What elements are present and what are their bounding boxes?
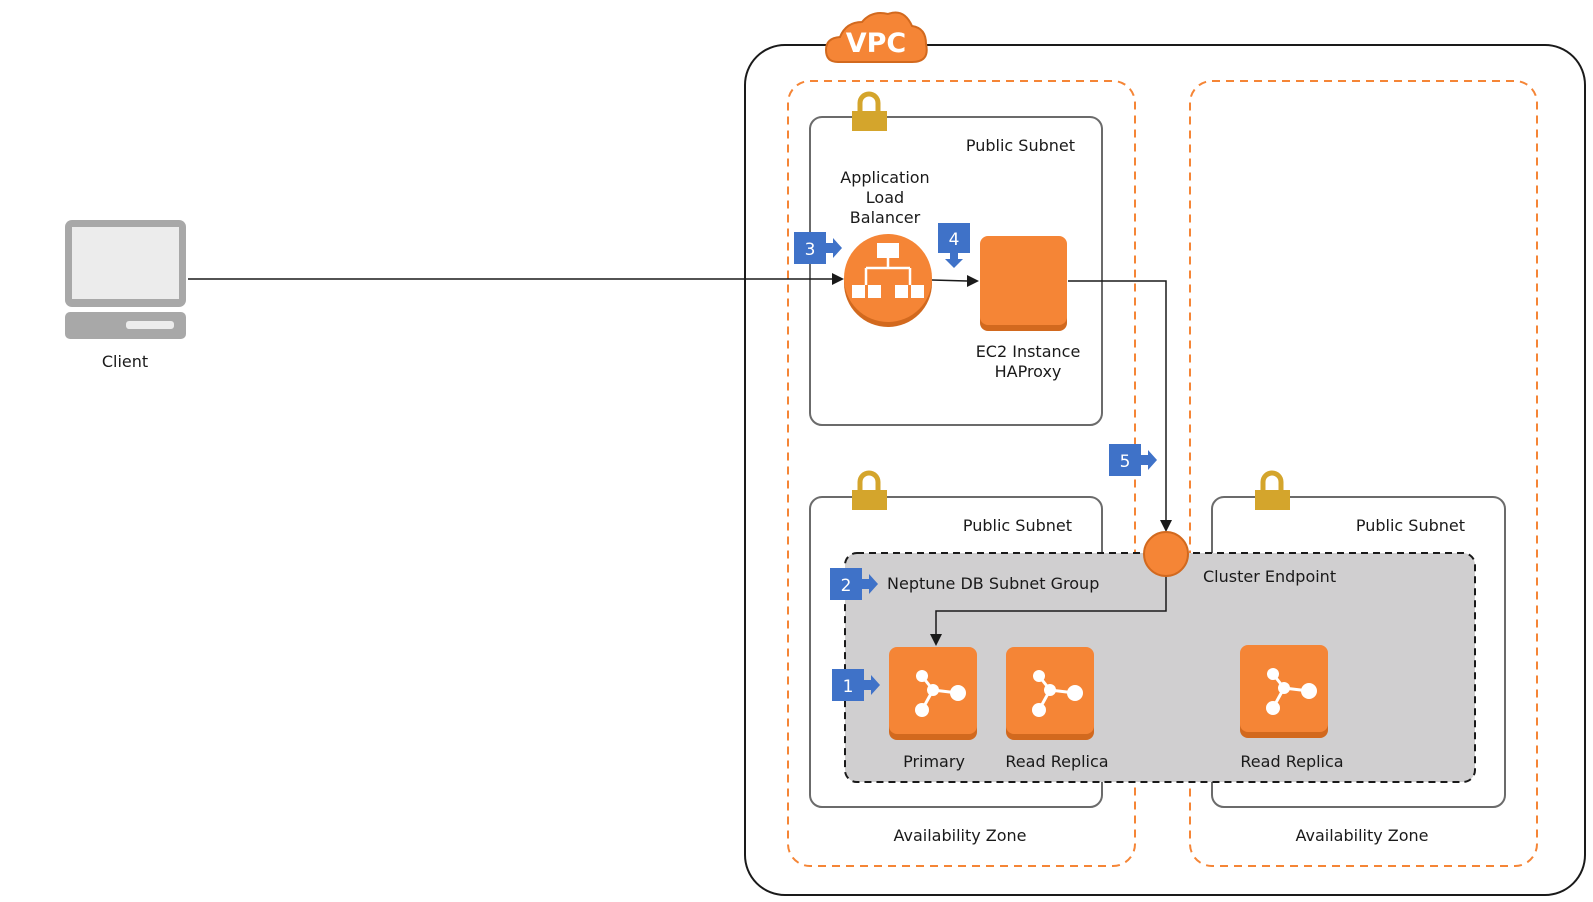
vpc-label: VPC: [846, 28, 907, 59]
lock-icon: [852, 91, 887, 131]
alb-to-ec2-line: [931, 279, 968, 282]
client-label: Client: [102, 352, 148, 371]
primary-label: Primary: [903, 752, 965, 771]
load-balancer-label-line2: Load: [866, 188, 904, 207]
step-badge-1: 1: [832, 669, 880, 701]
ec2-label-line2: HAProxy: [995, 362, 1062, 381]
arrow-right-icon: [1141, 450, 1157, 470]
client-computer-icon: [65, 220, 186, 339]
arrow-right-icon: [864, 675, 880, 695]
arrowhead-icon: [832, 273, 844, 285]
step-badge-4: 4: [938, 223, 970, 268]
public-subnet-bottom-left-label: Public Subnet: [963, 516, 1072, 535]
availability-zone-right: [1189, 80, 1538, 867]
cluster-endpoint-node: [1143, 531, 1189, 577]
vpc-boundary: [744, 44, 1586, 896]
neptune-read-replica-icon: [1240, 645, 1328, 738]
load-balancer-label-line3: Balancer: [850, 208, 921, 227]
step-badge-5: 5: [1109, 444, 1157, 476]
svg-text:5: 5: [1120, 452, 1131, 472]
lock-icon: [852, 470, 887, 510]
cluster-endpoint-to-primary-line: [935, 565, 1167, 634]
ec2-label-line1: EC2 Instance: [976, 342, 1081, 361]
lock-icon: [1255, 470, 1290, 510]
vpc-cloud-icon: VPC: [824, 11, 928, 63]
public-subnet-top-left-label: Public Subnet: [966, 136, 1075, 155]
read-replica-label: Read Replica: [1005, 752, 1108, 771]
svg-text:1: 1: [843, 677, 854, 697]
svg-text:3: 3: [805, 240, 816, 260]
arrowhead-icon: [967, 275, 979, 287]
arrowhead-icon: [930, 634, 942, 646]
arrow-right-icon: [826, 238, 842, 258]
arrow-right-icon: [862, 574, 878, 594]
load-balancer-icon: [844, 234, 932, 327]
neptune-read-replica-icon: [1006, 647, 1094, 740]
public-subnet-bottom-right-label: Public Subnet: [1356, 516, 1465, 535]
neptune-db-subnet-group-label: Neptune DB Subnet Group: [887, 574, 1099, 593]
neptune-primary-icon: [889, 647, 977, 740]
step-badge-3: 3: [794, 232, 842, 264]
svg-text:2: 2: [841, 576, 852, 596]
read-replica-label: Read Replica: [1240, 752, 1343, 771]
step-badge-2: 2: [830, 568, 878, 600]
ec2-instance-icon: [980, 236, 1067, 331]
availability-zone-right-label: Availability Zone: [1295, 826, 1428, 845]
load-balancer-label-line1: Application: [840, 168, 929, 187]
availability-zone-left-label: Availability Zone: [893, 826, 1026, 845]
svg-text:4: 4: [949, 230, 960, 250]
arrowhead-icon: [1160, 520, 1172, 532]
ec2-to-cluster-endpoint-line: [1068, 280, 1167, 520]
public-subnet-top-left: [809, 116, 1103, 426]
cluster-endpoint-label: Cluster Endpoint: [1203, 567, 1336, 586]
arrow-down-icon: [945, 253, 963, 268]
